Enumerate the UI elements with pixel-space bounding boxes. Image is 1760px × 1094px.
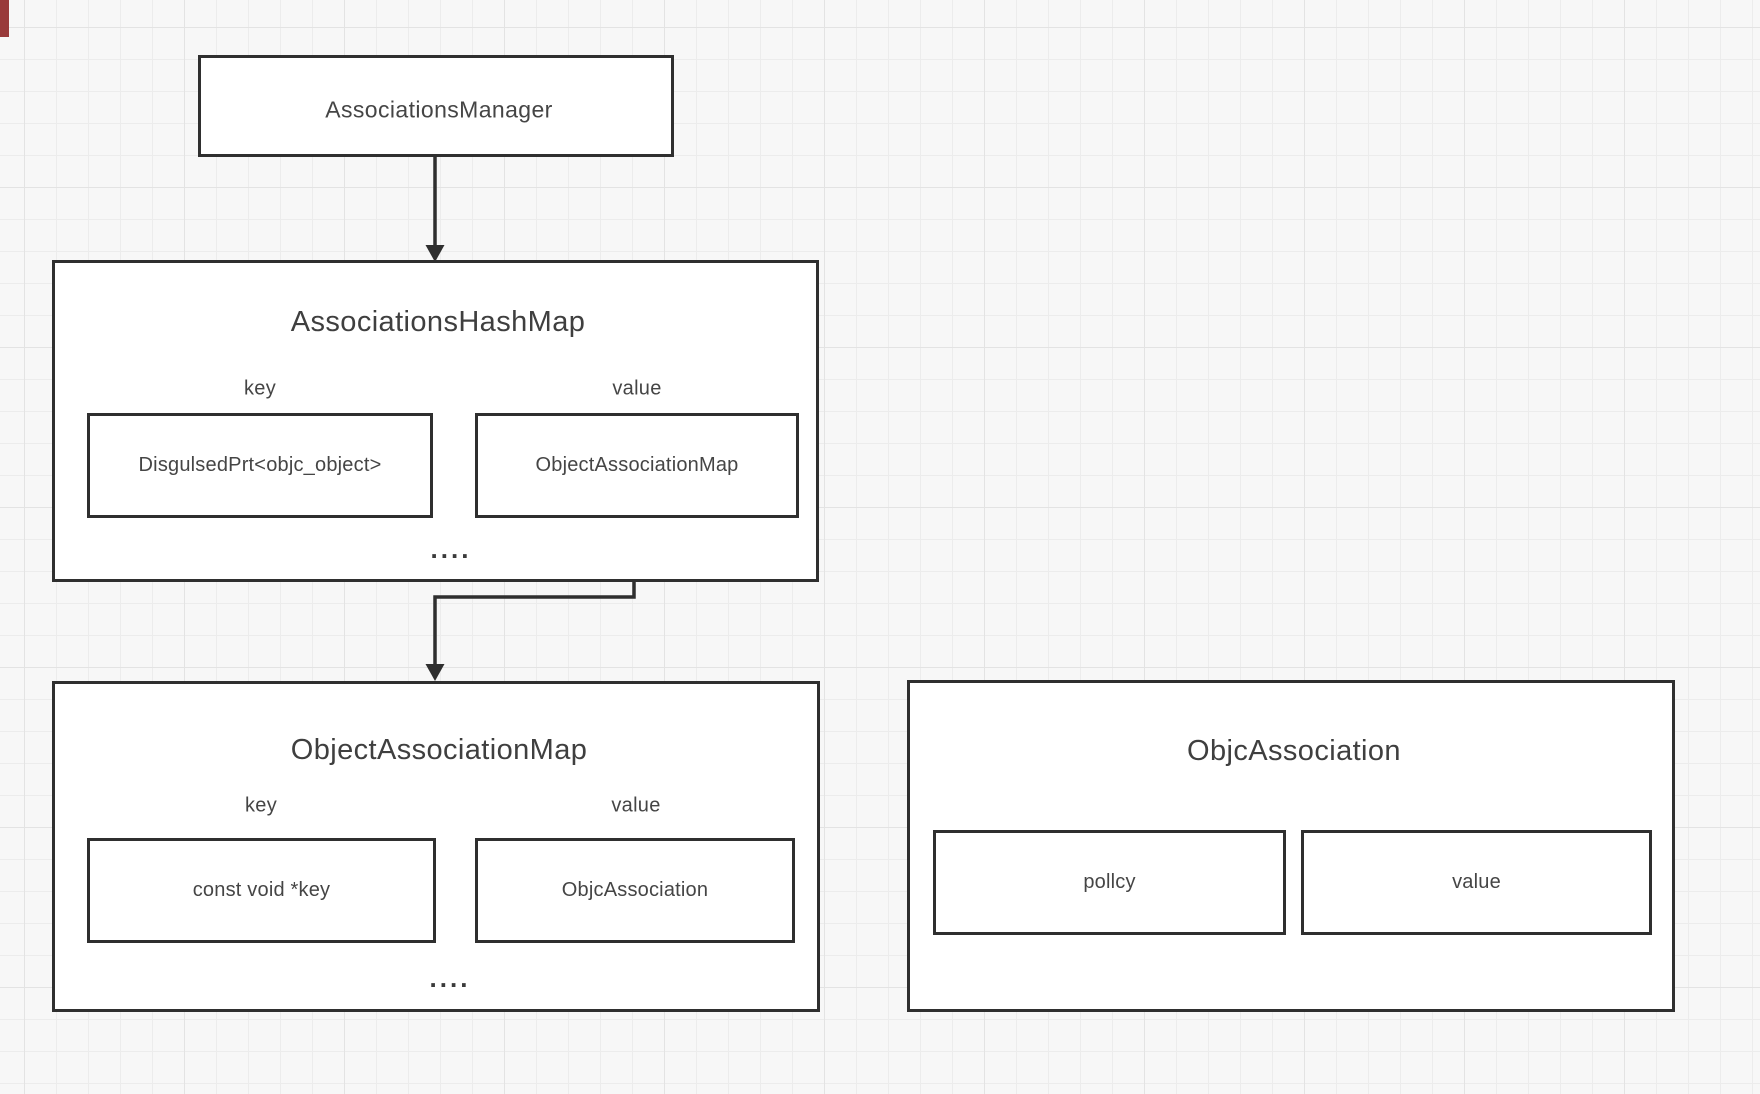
node-associations-hashmap[interactable]: AssociationsHashMap key value DisgulsedP… [52, 260, 819, 582]
hashmap-key-text: DisgulsedPrt<objc_object> [138, 454, 382, 476]
hashmap-key-box[interactable]: DisgulsedPrt<objc_object> [87, 413, 433, 518]
value-label: value [612, 377, 662, 400]
key-label: key [243, 377, 277, 400]
node-title: AssociationsManager [325, 96, 553, 123]
sidebar-edge-fragment [0, 0, 9, 37]
association-policy-text: pollcy [1083, 871, 1136, 893]
objmap-key-text: const void *key [192, 879, 331, 901]
objmap-value-text: ObjcAssociation [561, 879, 709, 901]
objmap-key-box[interactable]: const void *key [87, 838, 436, 943]
hashmap-value-box[interactable]: ObjectAssociationMap [475, 413, 799, 518]
node-title: AssociationsHashMap [290, 305, 586, 338]
ellipsis-text[interactable]: .... [430, 533, 472, 564]
node-title: ObjcAssociation [1187, 734, 1401, 767]
key-label: key [244, 794, 278, 817]
objmap-value-box[interactable]: ObjcAssociation [475, 838, 795, 943]
association-policy-box[interactable]: pollcy [933, 830, 1286, 935]
arrow-manager-to-hashmap[interactable] [425, 157, 445, 262]
hashmap-value-text: ObjectAssociationMap [535, 454, 739, 476]
value-label: value [611, 794, 661, 817]
ellipsis-text[interactable]: .... [429, 962, 471, 993]
node-object-association-map[interactable]: ObjectAssociationMap key value const voi… [52, 681, 820, 1012]
association-value-text: value [1452, 871, 1501, 893]
node-objc-association[interactable]: ObjcAssociation pollcy value [907, 680, 1675, 1012]
node-associations-manager[interactable]: AssociationsManager [198, 55, 674, 157]
association-value-box[interactable]: value [1301, 830, 1652, 935]
node-title: ObjectAssociationMap [290, 733, 588, 766]
